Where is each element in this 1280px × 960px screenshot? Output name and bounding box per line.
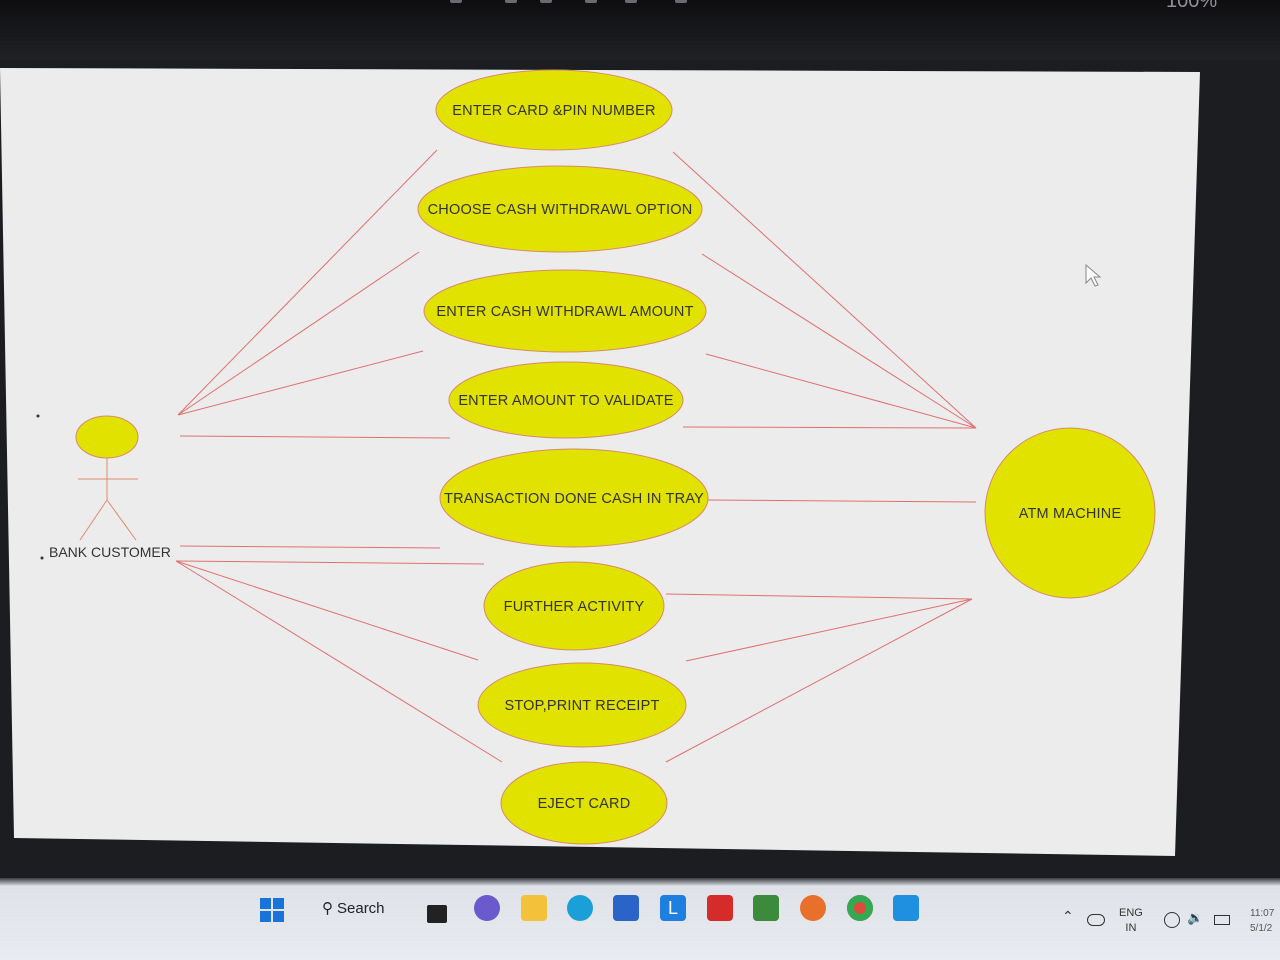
actor-bank-customer-figure	[75, 415, 139, 541]
association-line	[665, 593, 973, 600]
association-line	[177, 350, 424, 416]
association-line	[175, 560, 479, 661]
chrome-icon[interactable]	[847, 895, 873, 921]
use-case-label-stop-print-receipt: STOP,PRINT RECEIPT	[504, 698, 660, 714]
mouse-cursor-icon	[1085, 264, 1102, 287]
use-case-label-eject-card: EJECT CARD	[537, 796, 631, 812]
use-case-label-further-activity: FURTHER ACTIVITY	[503, 599, 645, 615]
taskbar	[0, 878, 1280, 960]
association-line	[177, 251, 420, 416]
association-line	[179, 545, 441, 549]
use-case-label-enter-card-pin: ENTER CARD &PIN NUMBER	[452, 103, 656, 119]
clock[interactable]: 11:07 5/1/2	[1250, 906, 1274, 936]
use-case-label-transaction-done: TRANSACTION DONE CASH IN TRAY	[444, 491, 704, 507]
search-icon: ⚲	[322, 900, 333, 917]
association-line	[175, 560, 503, 763]
association-line	[179, 435, 451, 439]
clock-date: 5/1/2	[1250, 923, 1273, 934]
windows-start-icon[interactable]	[260, 898, 284, 922]
bank-customer-label: BANK CUSTOMER	[49, 544, 171, 560]
store-icon[interactable]	[613, 895, 639, 921]
stray-dot	[40, 556, 44, 560]
search-label: Search	[337, 900, 385, 917]
chevron-up-icon[interactable]: ⌃	[1062, 908, 1074, 924]
use-case-eject-card	[500, 761, 668, 845]
toolbar-icons-edge	[450, 0, 700, 6]
association-line	[672, 151, 977, 429]
use-case-choose-withdrawal-option	[417, 165, 703, 253]
atm-machine-node	[984, 427, 1156, 599]
association-line	[665, 598, 973, 763]
language-code: ENG	[1119, 907, 1143, 919]
use-case-transaction-done	[439, 448, 709, 548]
use-case-label-enter-withdrawal-amount: ENTER CASH WITHDRAWL AMOUNT	[436, 304, 694, 320]
task-view-icon[interactable]	[427, 905, 447, 923]
association-line	[705, 353, 977, 429]
onedrive-icon[interactable]	[1087, 914, 1105, 926]
use-case-enter-withdrawal-amount	[423, 269, 707, 353]
mcafee-icon[interactable]	[707, 895, 733, 921]
volume-icon[interactable]: 🔉	[1187, 910, 1204, 925]
photos-icon[interactable]	[893, 895, 919, 921]
green-app-icon[interactable]	[753, 895, 779, 921]
edge-icon[interactable]	[567, 895, 593, 921]
use-case-stop-print-receipt	[477, 662, 687, 748]
use-case-label-choose-withdrawal-option: CHOOSE CASH WITHDRAWL OPTION	[427, 202, 693, 218]
monitor-top-bezel: 100%	[0, 0, 1280, 60]
use-case-further-activity	[483, 561, 665, 651]
atm-machine-label: ATM MACHINE	[1018, 506, 1122, 522]
actor-head	[75, 415, 139, 459]
use-case-enter-amount-validate	[448, 361, 684, 439]
association-line	[175, 560, 485, 565]
actor-left-leg	[79, 499, 108, 541]
stray-dot	[36, 414, 40, 418]
zoom-readout: 100%	[1166, 0, 1218, 12]
use-case-label-enter-amount-validate: ENTER AMOUNT TO VALIDATE	[458, 393, 674, 409]
clock-time: 11:07	[1250, 908, 1275, 919]
association-line	[707, 499, 977, 503]
association-line	[177, 149, 438, 416]
battery-icon[interactable]	[1214, 915, 1230, 925]
association-line	[685, 598, 973, 662]
use-case-ellipses	[417, 69, 709, 845]
firefox-icon[interactable]	[800, 895, 826, 921]
use-case-enter-card-pin	[435, 69, 673, 151]
taskbar-search-button[interactable]: ⚲Search	[318, 899, 385, 917]
region-code: IN	[1125, 922, 1137, 934]
file-explorer-icon[interactable]	[521, 895, 547, 921]
language-indicator[interactable]: ENG IN	[1119, 906, 1143, 936]
chat-icon[interactable]	[474, 895, 500, 921]
l-app-icon[interactable]: L	[660, 895, 686, 921]
association-lines	[175, 149, 977, 763]
network-icon[interactable]	[1164, 912, 1180, 928]
association-line	[701, 253, 977, 429]
association-line	[682, 426, 977, 429]
actor-right-leg	[106, 499, 137, 541]
